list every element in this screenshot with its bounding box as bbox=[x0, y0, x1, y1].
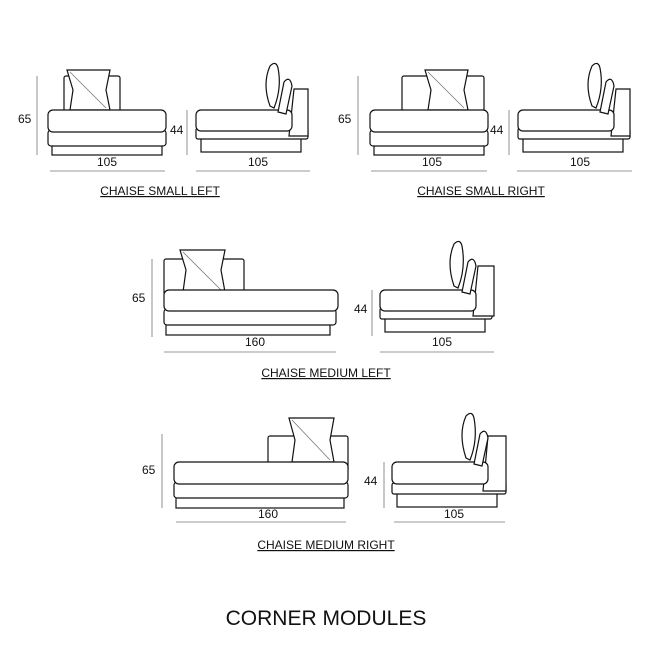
pillow-icon bbox=[449, 240, 464, 289]
seat-cushion bbox=[369, 109, 489, 133]
side-height-dimension: 44 bbox=[364, 462, 385, 508]
side-height-label: 44 bbox=[490, 123, 504, 137]
front-height-label: 65 bbox=[142, 463, 156, 477]
front-width-dimension: 160 bbox=[164, 335, 336, 353]
seat-cushion bbox=[47, 109, 167, 133]
module-chaise-small-left: 65 105 44 105 CHAISE SMALL LEFT bbox=[18, 62, 310, 198]
side-width-dimension: 105 bbox=[380, 335, 494, 353]
front-width-label: 105 bbox=[422, 155, 442, 169]
module-chaise-small-right: 65 105 44 105 CHAISE SMALL RIGHT bbox=[338, 62, 632, 198]
side-width-dimension: 105 bbox=[394, 507, 505, 523]
module-caption: CHAISE MEDIUM RIGHT bbox=[257, 538, 395, 552]
side-height-label: 44 bbox=[364, 474, 378, 488]
pillow-crease bbox=[69, 71, 107, 109]
pillow-icon bbox=[461, 412, 476, 461]
back-cushion bbox=[473, 430, 489, 467]
front-height-dimension: 65 bbox=[338, 76, 359, 155]
front-width-dimension: 105 bbox=[371, 155, 487, 172]
side-width-dimension: 105 bbox=[517, 155, 632, 172]
seat-cushion bbox=[163, 289, 339, 312]
front-height-dimension: 65 bbox=[18, 76, 38, 155]
front-width-label: 160 bbox=[245, 335, 265, 349]
pillow-crease bbox=[291, 419, 331, 461]
module-caption: CHAISE MEDIUM LEFT bbox=[261, 366, 391, 380]
back-cushion bbox=[277, 78, 293, 115]
front-height-dimension: 65 bbox=[132, 259, 153, 337]
side-height-dimension: 44 bbox=[354, 290, 373, 336]
seat-cushion bbox=[379, 289, 477, 312]
page-title: CORNER MODULES bbox=[226, 607, 427, 630]
pillow-crease bbox=[427, 71, 465, 109]
pillow-icon bbox=[265, 62, 280, 109]
module-chaise-medium-right: 65 160 44 105 CHAISE MEDIUM RIGHT bbox=[142, 412, 507, 552]
sofa-back-frame bbox=[472, 265, 495, 317]
side-width-label: 105 bbox=[570, 155, 590, 169]
front-height-label: 65 bbox=[338, 112, 352, 126]
pillow-crease bbox=[182, 251, 222, 291]
side-view bbox=[517, 62, 631, 153]
front-height-label: 65 bbox=[18, 112, 32, 126]
module-caption: CHAISE SMALL LEFT bbox=[100, 184, 220, 198]
front-width-dimension: 160 bbox=[176, 507, 346, 523]
front-view bbox=[163, 249, 339, 336]
side-width-dimension: 105 bbox=[196, 155, 310, 172]
side-width-label: 105 bbox=[444, 507, 464, 521]
front-height-label: 65 bbox=[132, 291, 146, 305]
front-view bbox=[369, 69, 489, 156]
side-view bbox=[379, 240, 495, 333]
side-height-label: 44 bbox=[170, 123, 184, 137]
front-width-dimension: 105 bbox=[50, 155, 165, 172]
side-width-label: 105 bbox=[432, 335, 452, 349]
front-view bbox=[173, 417, 349, 509]
back-cushion bbox=[461, 258, 477, 295]
seat-cushion bbox=[173, 461, 349, 485]
side-width-label: 105 bbox=[248, 155, 268, 169]
pillow-icon bbox=[587, 62, 602, 109]
front-height-dimension: 65 bbox=[142, 434, 163, 508]
side-view bbox=[391, 412, 507, 508]
back-cushion bbox=[599, 78, 615, 115]
front-width-label: 160 bbox=[258, 507, 278, 521]
side-height-dimension: 44 bbox=[490, 110, 510, 155]
seat-cushion bbox=[391, 461, 489, 485]
front-width-label: 105 bbox=[97, 155, 117, 169]
seat-cushion bbox=[517, 109, 615, 132]
module-caption: CHAISE SMALL RIGHT bbox=[417, 184, 545, 198]
side-view bbox=[195, 62, 309, 153]
side-height-dimension: 44 bbox=[170, 110, 188, 155]
module-chaise-medium-left: 65 160 44 105 CHAISE MEDIUM LEFT bbox=[132, 240, 495, 380]
seat-cushion bbox=[195, 109, 293, 132]
sofa-plinth bbox=[165, 323, 331, 336]
side-height-label: 44 bbox=[354, 302, 368, 316]
front-view bbox=[47, 69, 167, 156]
